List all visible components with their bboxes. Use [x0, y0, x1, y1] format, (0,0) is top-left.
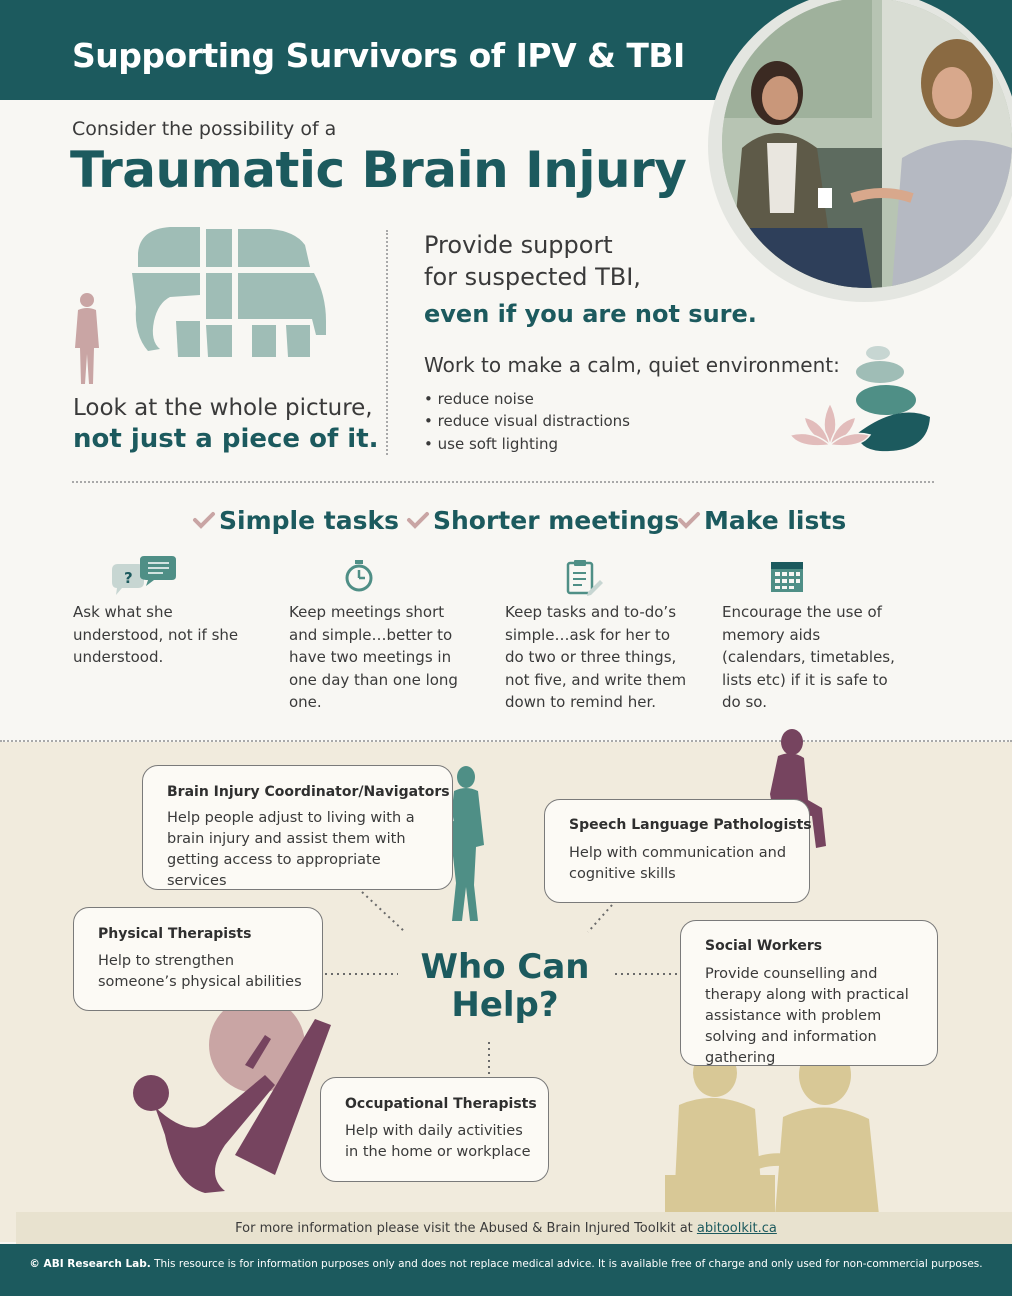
- svg-text:?: ?: [124, 569, 133, 587]
- card-social-workers: Social Workers Provide counselling and t…: [680, 920, 938, 1066]
- toolkit-link[interactable]: abitoolkit.ca: [696, 1221, 777, 1236]
- clipboard-icon: [566, 560, 603, 596]
- page-title: Traumatic Brain Injury: [70, 141, 687, 199]
- checkmark-icon: [407, 512, 429, 529]
- vertical-divider: [386, 230, 388, 455]
- card-physical-therapists: Physical Therapists Help to strengthen s…: [73, 907, 323, 1011]
- speech-bubbles-icon: ?: [112, 556, 176, 595]
- checkmark-icon: [678, 512, 700, 529]
- tip-text: Keep meetings short and simple…better to…: [289, 603, 458, 711]
- stones-lotus-icon: [788, 346, 930, 452]
- provide-support-line1: Provide support: [424, 231, 613, 259]
- even-if-text: even if you are not sure.: [424, 300, 757, 328]
- header-title: Supporting Survivors of IPV & TBI: [72, 36, 685, 75]
- checkmark-icon: [193, 512, 215, 529]
- consider-text: Consider the possibility of a: [72, 118, 337, 140]
- who-can-help-title: Who Can Help?: [420, 947, 590, 1025]
- woman-silhouette-icon: [75, 293, 99, 384]
- connector-lines: [325, 891, 680, 1077]
- physical-therapy-silhouette-icon: [133, 997, 331, 1193]
- not-piece-text: not just a piece of it.: [73, 424, 379, 454]
- stopwatch-icon: [345, 560, 373, 592]
- social-workers-silhouette-icon: [665, 1045, 879, 1215]
- environment-bullet: • use soft lighting: [424, 435, 559, 453]
- whole-picture-text: Look at the whole picture,: [73, 395, 373, 421]
- card-occupational-therapists: Occupational Therapists Help with daily …: [320, 1077, 549, 1182]
- tip-text: Keep tasks and to-do’s simple…ask for he…: [505, 603, 687, 711]
- card-brain-injury-navigators: Brain Injury Coordinator/Navigators Help…: [142, 765, 453, 890]
- tip-text: Ask what she understood, not if she unde…: [73, 603, 239, 666]
- environment-bullet: • reduce noise: [424, 390, 534, 408]
- section-divider: [0, 740, 1012, 742]
- footer-bar: [0, 1244, 1012, 1296]
- provide-support-line2: for suspected TBI,: [424, 263, 641, 291]
- elephant-puzzle-icon: [132, 227, 326, 357]
- tip-text: Encourage the use of memory aids (calend…: [722, 603, 895, 711]
- calendar-icon: [771, 562, 803, 592]
- environment-heading: Work to make a calm, quiet environment:: [424, 353, 840, 377]
- footer-disclaimer: © ABI Research Lab. This resource is for…: [29, 1258, 983, 1270]
- card-speech-language-pathologists: Speech Language Pathologists Help with c…: [544, 799, 812, 903]
- info-strip: [16, 1212, 1012, 1244]
- more-info-text: For more information please visit the Ab…: [235, 1221, 777, 1236]
- environment-bullet: • reduce visual distractions: [424, 412, 630, 430]
- section-divider: [72, 481, 934, 483]
- photo-two-women-talking: [722, 0, 1012, 288]
